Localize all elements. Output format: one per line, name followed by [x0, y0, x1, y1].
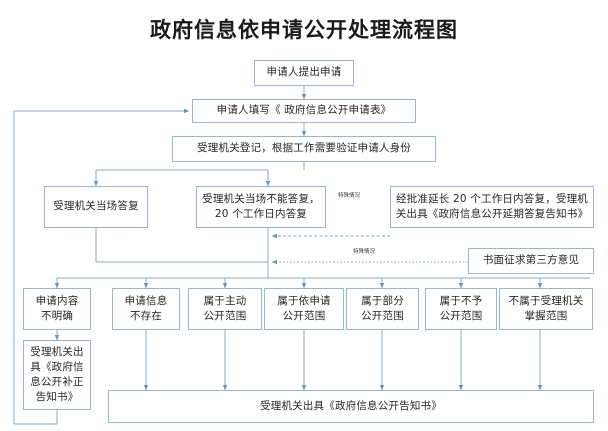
node-non-disclosure-scope-line2: 公开范围 — [439, 310, 483, 322]
node-on-request-disclosure-scope-line2: 公开范围 — [282, 310, 326, 322]
node-register-verify-identity[interactable]: 受理机关登记，根据工作需要验证申请人身份 — [172, 136, 436, 162]
node-outside-agency-holdings[interactable]: 不属于受理机关 掌握范围 — [499, 288, 593, 330]
node-answer-within-20-days[interactable]: 受理机关当场不能答复， 20 个工作日内答复 — [196, 186, 326, 228]
node-non-disclosure-scope-line1: 属于不予 — [439, 294, 483, 307]
node-on-request-disclosure-scope-line1: 属于依申请 — [277, 294, 331, 307]
node-answer-within-20-days-line2: 20 个工作日内答复 — [214, 208, 308, 220]
node-applicant-submits[interactable]: 申请人提出申请 — [254, 60, 354, 86]
node-information-not-exist-line2: 不存在 — [129, 310, 163, 322]
node-partial-disclosure-scope[interactable]: 属于部分 公开范围 — [346, 288, 419, 330]
node-supplement-correction-notice-line2: 具《政府信 — [30, 360, 84, 373]
node-request-content-unclear-line2: 不明确 — [40, 310, 74, 322]
node-supplement-correction-notice-line3: 息公开补正 — [30, 376, 84, 388]
node-final-disclosure-notice-label: 受理机关出具《政府信息公开告知书》 — [260, 399, 442, 412]
page-title: 政府信息依申请公开处理流程图 — [150, 17, 458, 42]
node-request-content-unclear[interactable]: 申请内容 不明确 — [23, 288, 91, 330]
node-information-not-exist[interactable]: 申请信息 不存在 — [112, 288, 180, 330]
node-consult-third-party[interactable]: 书面征求第三方意见 — [468, 248, 594, 274]
node-proactive-disclosure-scope[interactable]: 属于主动 公开范围 — [188, 288, 262, 330]
node-non-disclosure-scope[interactable]: 属于不予 公开范围 — [425, 288, 497, 330]
node-partial-disclosure-scope-line2: 公开范围 — [361, 310, 404, 322]
node-proactive-disclosure-scope-line1: 属于主动 — [203, 294, 247, 307]
node-outside-agency-holdings-line1: 不属于受理机关 — [508, 294, 584, 307]
node-supplement-correction-notice-line4: 告知书》 — [35, 391, 79, 404]
node-extended-reply-notice-line2: 关出具《政府信息公开延期答复告知书》 — [395, 208, 589, 220]
node-supplement-correction-notice[interactable]: 受理机关出 具《政府信 息公开补正 告知书》 — [23, 340, 91, 410]
node-partial-disclosure-scope-line1: 属于部分 — [361, 294, 404, 307]
node-answer-onsite-label: 受理机关当场答复 — [53, 200, 139, 213]
edge-label-special-case-1-text: 特殊情况 — [338, 193, 361, 199]
node-answer-onsite[interactable]: 受理机关当场答复 — [44, 186, 148, 228]
edge-label-special-case-1: 特殊情况 — [337, 193, 362, 200]
node-request-content-unclear-line1: 申请内容 — [35, 294, 79, 307]
edge-label-special-case-2-text: 特殊情况 — [353, 249, 376, 255]
node-register-verify-identity-label: 受理机关登记，根据工作需要验证申请人身份 — [197, 142, 411, 155]
node-final-disclosure-notice[interactable]: 受理机关出具《政府信息公开告知书》 — [108, 390, 594, 423]
node-consult-third-party-label: 书面征求第三方意见 — [482, 254, 580, 267]
node-proactive-disclosure-scope-line2: 公开范围 — [203, 310, 247, 322]
node-outside-agency-holdings-line2: 掌握范围 — [524, 310, 568, 322]
node-extended-reply-notice[interactable]: 经批准延长 20 个工作日内答复，受理机 关出具《政府信息公开延期答复告知书》 — [390, 186, 594, 228]
node-applicant-submits-label: 申请人提出申请 — [266, 66, 342, 79]
node-supplement-correction-notice-line1: 受理机关出 — [30, 345, 84, 358]
node-information-not-exist-line1: 申请信息 — [124, 294, 168, 307]
node-extended-reply-notice-line1: 经批准延长 20 个工作日内答复，受理机 — [395, 192, 589, 205]
node-fill-application-form[interactable]: 申请人填写《 政府信息公开申请表》 — [192, 99, 416, 123]
node-answer-within-20-days-line1: 受理机关当场不能答复， — [202, 192, 320, 205]
node-on-request-disclosure-scope[interactable]: 属于依申请 公开范围 — [264, 288, 344, 330]
node-fill-application-form-label: 申请人填写《 政府信息公开申请表》 — [216, 104, 392, 117]
edge-label-special-case-2: 特殊情况 — [352, 249, 377, 256]
